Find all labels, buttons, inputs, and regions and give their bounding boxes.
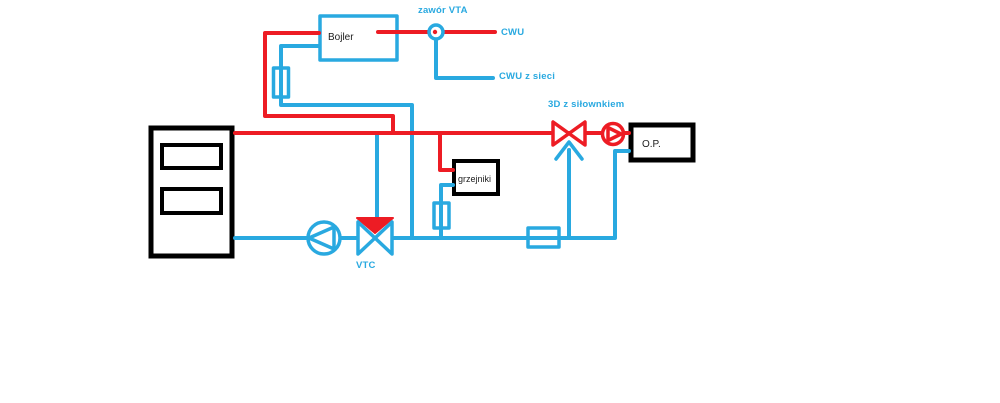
bojler-loading-pipe [263,31,395,135]
system-return-pipe [233,149,631,240]
valve-3d-icon [551,120,587,161]
vtc-valve-icon [356,217,394,256]
op-box [628,122,696,163]
label-grzejniki: grzejniki [458,174,491,184]
vta-valve-icon [427,23,445,41]
grzejniki-box [452,159,500,196]
label-3d-z-silownkiem: 3D z siłownkiem [548,99,624,110]
bojler-return-pipe [279,44,414,240]
label-op: O.P. [642,139,661,150]
furnace-box-group [148,125,235,259]
circulation-pump-icon [306,220,342,256]
grzejniki-return-pipe [439,183,455,240]
furnace-door-lower [160,187,223,215]
cwu-mains-pipe [434,36,495,80]
label-cwu: CWU [501,27,524,38]
label-cwu-z-sieci: CWU z sieci [499,71,555,82]
label-zawor-vta: zawór VTA [418,5,468,16]
bojler-filter-icon [271,66,291,99]
op-pump-icon [600,121,626,147]
grzejniki-filter-icon [432,201,451,230]
furnace-door-upper [160,143,223,170]
label-bojler: Bojler [328,32,354,43]
grzejniki-supply-pipe [438,131,455,172]
bojler-box [318,14,399,62]
label-vtc: VTC [356,260,376,271]
return-filter-icon [526,226,561,249]
